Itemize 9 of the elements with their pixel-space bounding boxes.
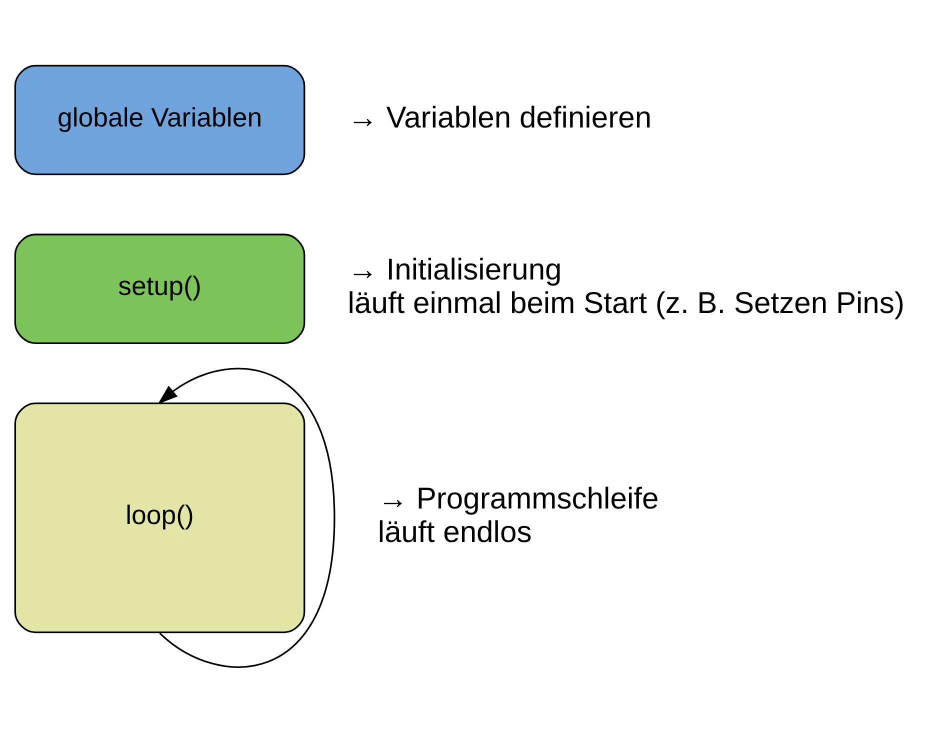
node-label: → Initialisierung <box>348 253 562 286</box>
node-label: läuft einmal beim Start (z. B. Setzen Pins) <box>348 286 904 320</box>
node-label: → Programmschleife <box>378 482 659 516</box>
node-label: läuft endlos <box>378 516 532 549</box>
node-box: loop() <box>14 402 306 634</box>
node-box: setup() <box>14 234 306 344</box>
node-box: globale Variablen <box>14 64 306 176</box>
arrow <box>158 368 336 668</box>
node-label: → Variablen definieren <box>348 101 652 134</box>
